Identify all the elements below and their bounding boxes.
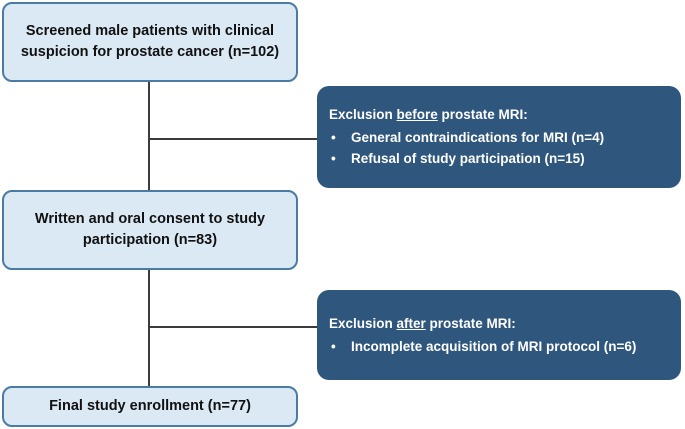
consent-line-1: Written and oral consent to study [34,210,266,227]
branch-to-exclusion-before [149,138,318,140]
screened-patients-box: Screened male patients with clinical sus… [2,2,298,82]
consent-line-2: participation (n=83) [82,232,218,248]
bullet-icon: • [331,338,336,354]
exclusion-before-list: •General contraindications for MRI (n=4)… [329,127,669,170]
exclusion-before-title: Exclusion before prostate MRI: [329,107,528,123]
exclusion-before-box: Exclusion before prostate MRI: •General … [317,86,681,188]
exclusion-after-list: •Incomplete acquisition of MRI protocol … [329,336,669,358]
connector-screened-to-consent [148,82,150,192]
exclusion-after-title: Exclusion after prostate MRI: [329,315,516,331]
exclusion-after-box: Exclusion after prostate MRI: •Incomplet… [317,290,681,380]
exclusion-before-emphasis: before [396,107,438,123]
consent-box: Written and oral consent to study partic… [2,190,298,270]
bullet-icon: • [331,129,336,145]
final-enrollment-box: Final study enrollment (n=77) [2,386,298,427]
screened-line-1: Screened male patients with clinical [25,22,275,39]
bullet-icon: • [331,151,336,167]
exclusion-after-item: •Incomplete acquisition of MRI protocol … [329,336,669,358]
screened-line-2: suspicion for prostate cancer (n=102) [20,44,280,60]
final-line-1: Final study enrollment (n=77) [49,397,251,414]
exclusion-after-emphasis: after [396,315,426,331]
branch-to-exclusion-after [149,326,318,328]
exclusion-before-item: •General contraindications for MRI (n=4) [329,127,669,149]
exclusion-before-item: •Refusal of study participation (n=15) [329,148,669,170]
connector-consent-to-final [148,270,150,388]
